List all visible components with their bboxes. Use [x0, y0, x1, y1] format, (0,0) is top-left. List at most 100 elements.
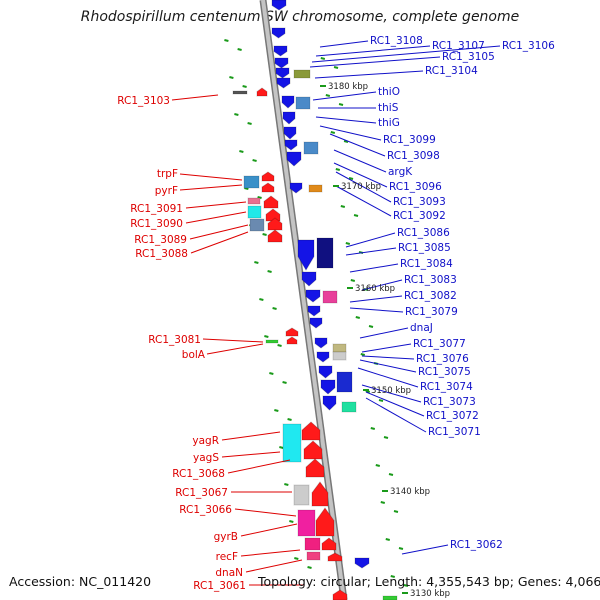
gene-label-bola: bolA	[182, 349, 206, 361]
forward-gene-arrow	[309, 317, 323, 329]
tick-mark	[375, 464, 381, 467]
gene-label-rc1-3074: RC1_3074	[420, 381, 473, 393]
leader-line	[401, 544, 449, 555]
forward-gene-arrow	[322, 395, 337, 411]
tick-mark	[287, 418, 292, 421]
leader-line	[315, 116, 377, 124]
reverse-gene-arrow	[256, 87, 268, 97]
accession-text: Accession: NC_011420	[9, 574, 152, 589]
leader-line	[234, 508, 297, 517]
gene-label-rc1-3079: RC1_3079	[405, 306, 458, 318]
forward-gene-arrow	[354, 557, 370, 569]
gene-label-rc1-3072: RC1_3072	[426, 410, 479, 422]
reverse-gene-arrow	[327, 552, 343, 562]
reverse-gene-arrow	[301, 421, 321, 441]
gene-label-rc1-3062: RC1_3062	[450, 539, 503, 551]
leader-line	[314, 70, 424, 79]
map-title: Rhodospirillum centenum SW chromosome, c…	[80, 9, 520, 25]
gene-label-rc1-3106: RC1_3106	[502, 40, 555, 52]
tick-mark	[294, 557, 299, 560]
leader-line	[206, 343, 264, 355]
leader-line	[333, 149, 387, 173]
leader-line	[221, 431, 281, 441]
leader-line	[171, 94, 219, 101]
leader-line	[185, 211, 247, 224]
leader-line	[357, 367, 419, 388]
leader-line	[319, 40, 369, 48]
gene-label-gyrb: gyrB	[214, 531, 238, 543]
gene-label-rc1-3068: RC1_3068	[172, 468, 225, 480]
forward-gene-arrow	[274, 57, 289, 69]
gene-block	[322, 290, 338, 304]
gene-block	[297, 509, 316, 537]
gene-label-rc1-3077: RC1_3077	[413, 338, 466, 350]
tick-mark	[259, 298, 264, 301]
gene-block	[304, 537, 321, 551]
leader-line	[227, 459, 291, 474]
tick-mark	[224, 39, 229, 42]
strand-tick-marks	[224, 39, 409, 587]
leader-line	[245, 559, 303, 573]
tick-mark	[264, 335, 269, 338]
tick-mark	[345, 242, 351, 245]
tick-mark	[370, 427, 376, 430]
forward-gene-arrow	[275, 67, 290, 79]
leader-line	[240, 549, 301, 557]
tick-mark	[335, 168, 341, 171]
tick-mark	[338, 103, 344, 106]
gene-label-rc1-3104: RC1_3104	[425, 65, 478, 77]
leader-line	[190, 231, 249, 254]
leader-line	[309, 56, 441, 68]
gene-label-yags: yagS	[193, 452, 219, 464]
gene-block	[293, 69, 311, 79]
gene-block	[308, 184, 323, 193]
gene-label-argk: argK	[388, 166, 413, 178]
leader-line	[240, 523, 298, 537]
gene-label-pyrf: pyrF	[155, 185, 178, 197]
leader-line	[312, 91, 377, 101]
tick-mark	[289, 520, 294, 523]
forward-gene-arrow	[273, 45, 288, 57]
tick-mark	[277, 344, 282, 347]
tick-mark	[320, 57, 326, 60]
leader-line	[315, 45, 431, 57]
tick-mark	[269, 372, 274, 375]
tick-mark	[340, 205, 346, 208]
reverse-gene-arrow	[311, 481, 329, 507]
gene-label-rc1-3107: RC1_3107	[432, 40, 485, 52]
gene-block	[243, 175, 260, 189]
gene-label-rc1-3075: RC1_3075	[418, 366, 471, 378]
leader-line	[202, 338, 264, 343]
leader-line	[335, 171, 392, 203]
tick-mark	[393, 510, 399, 513]
gene-label-this: thiS	[378, 102, 399, 114]
reverse-gene-arrow	[285, 327, 299, 337]
leader-line	[189, 224, 249, 240]
tick-mark	[257, 196, 262, 199]
leader-line	[333, 162, 388, 188]
forward-gene-arrow	[282, 111, 296, 125]
tick-mark	[282, 381, 287, 384]
chromosome-backbone	[259, 0, 348, 600]
leader-line	[361, 343, 412, 353]
scale-label: 3150 kbp	[371, 386, 411, 396]
tick-mark	[229, 76, 234, 79]
gene-label-dnan: dnaN	[215, 567, 243, 579]
reverse-gene-arrow	[321, 537, 337, 551]
leader-line	[335, 185, 392, 217]
gene-label-dnaj: dnaJ	[410, 322, 433, 334]
tick-mark	[307, 566, 312, 569]
forward-gene-arrow	[301, 271, 317, 287]
gene-block	[303, 141, 319, 155]
leader-line	[349, 295, 403, 303]
tick-mark	[380, 501, 386, 504]
gene-label-rc1-3082: RC1_3082	[404, 290, 457, 302]
reverse-gene-arrow	[315, 507, 335, 537]
tick-mark	[343, 140, 349, 143]
gene-label-rc1-3061: RC1_3061	[193, 580, 246, 592]
gene-features	[232, 0, 398, 600]
gene-label-rc1-3067: RC1_3067	[175, 487, 228, 499]
leader-line	[329, 133, 386, 157]
